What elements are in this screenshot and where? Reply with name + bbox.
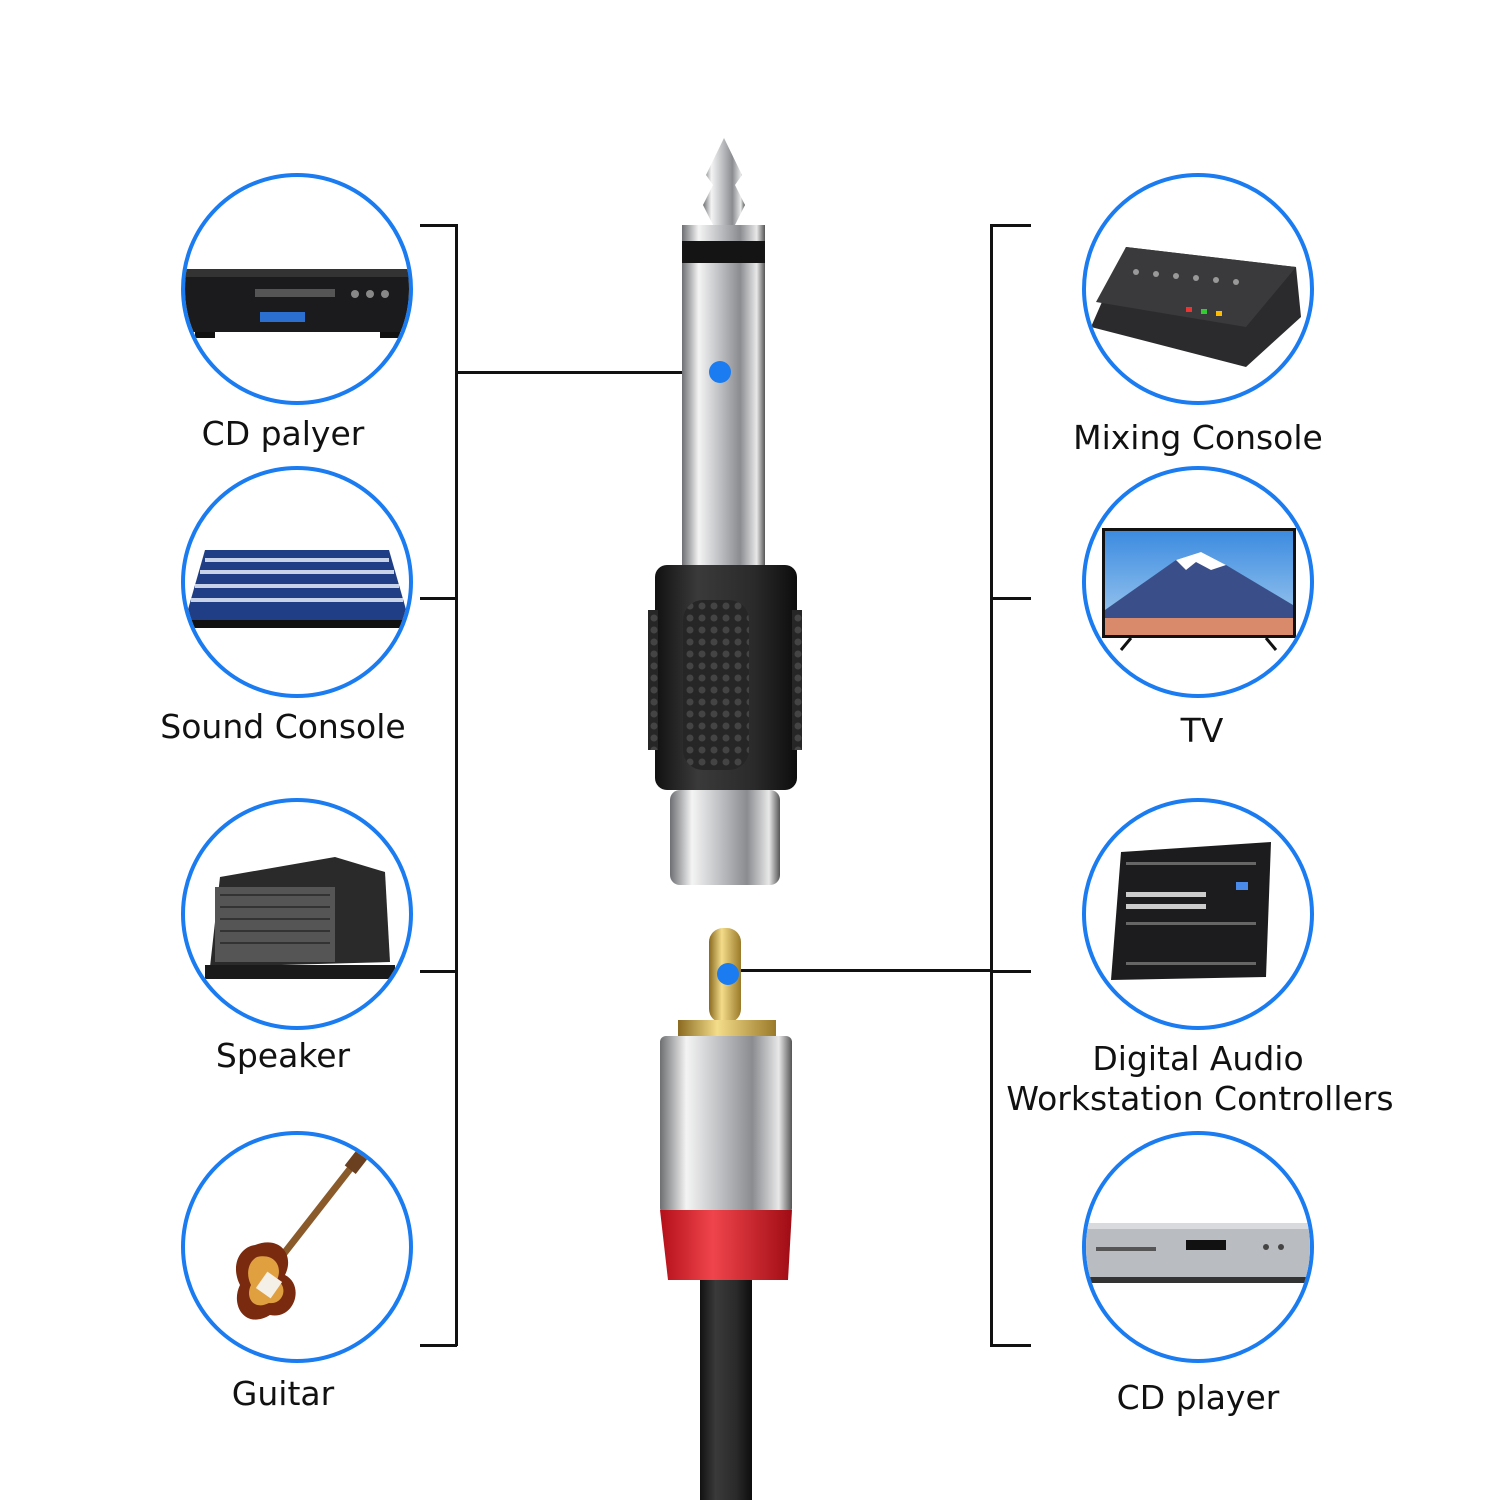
device-label: Speaker <box>215 1036 351 1075</box>
connector-dot-rca <box>717 963 739 985</box>
mixing-console-image <box>1082 173 1314 405</box>
guitar-icon <box>235 1148 370 1320</box>
device-label: Mixing Console <box>1073 418 1323 457</box>
left-bracket-tick <box>420 597 457 600</box>
daw-controller-icon <box>1111 842 1271 980</box>
device-label: Workstation Controllers <box>968 1079 1432 1119</box>
tv-icon <box>1102 528 1296 651</box>
left-bracket-tick <box>420 1344 457 1347</box>
left-connector-line <box>457 371 720 374</box>
sound-console-icon <box>185 550 409 628</box>
right-bracket-tick <box>990 1344 1031 1347</box>
daw-controller-image <box>1082 798 1314 1030</box>
adapter-product-image <box>648 138 802 1500</box>
left-bracket-vertical <box>455 224 458 1346</box>
device-label-line2: Workstation Controllers <box>1006 1079 1394 1118</box>
guitar-image <box>181 1131 413 1363</box>
device-label: Guitar <box>231 1374 335 1413</box>
quarter-inch-plug <box>648 138 802 885</box>
device-label: Digital Audio <box>968 1039 1428 1079</box>
right-bracket-tick <box>990 970 1031 973</box>
sound-console-image <box>181 466 413 698</box>
left-bracket-tick <box>420 970 457 973</box>
cd-player-right-image <box>1082 1131 1314 1363</box>
device-label: Sound Console <box>160 707 406 746</box>
right-connector-line <box>728 969 991 972</box>
cd-player-icon <box>1086 1223 1310 1283</box>
right-bracket-tick <box>990 224 1031 227</box>
right-bracket-tick <box>990 597 1031 600</box>
connector-dot-quarter-inch <box>709 361 731 383</box>
device-label-line1: Digital Audio <box>1092 1039 1304 1078</box>
right-bracket-vertical <box>990 224 993 1346</box>
tv-image <box>1082 466 1314 698</box>
left-bracket-tick <box>420 224 457 227</box>
device-label: TV <box>1180 711 1224 750</box>
device-label: CD player <box>1116 1378 1280 1417</box>
speaker-image <box>181 798 413 1030</box>
speaker-icon <box>205 857 395 979</box>
rca-plug <box>660 928 792 1500</box>
mixing-console-icon <box>1091 247 1301 367</box>
device-label: CD palyer <box>201 414 365 453</box>
cd-player-left-image <box>181 173 413 405</box>
cd-player-icon <box>185 269 409 338</box>
